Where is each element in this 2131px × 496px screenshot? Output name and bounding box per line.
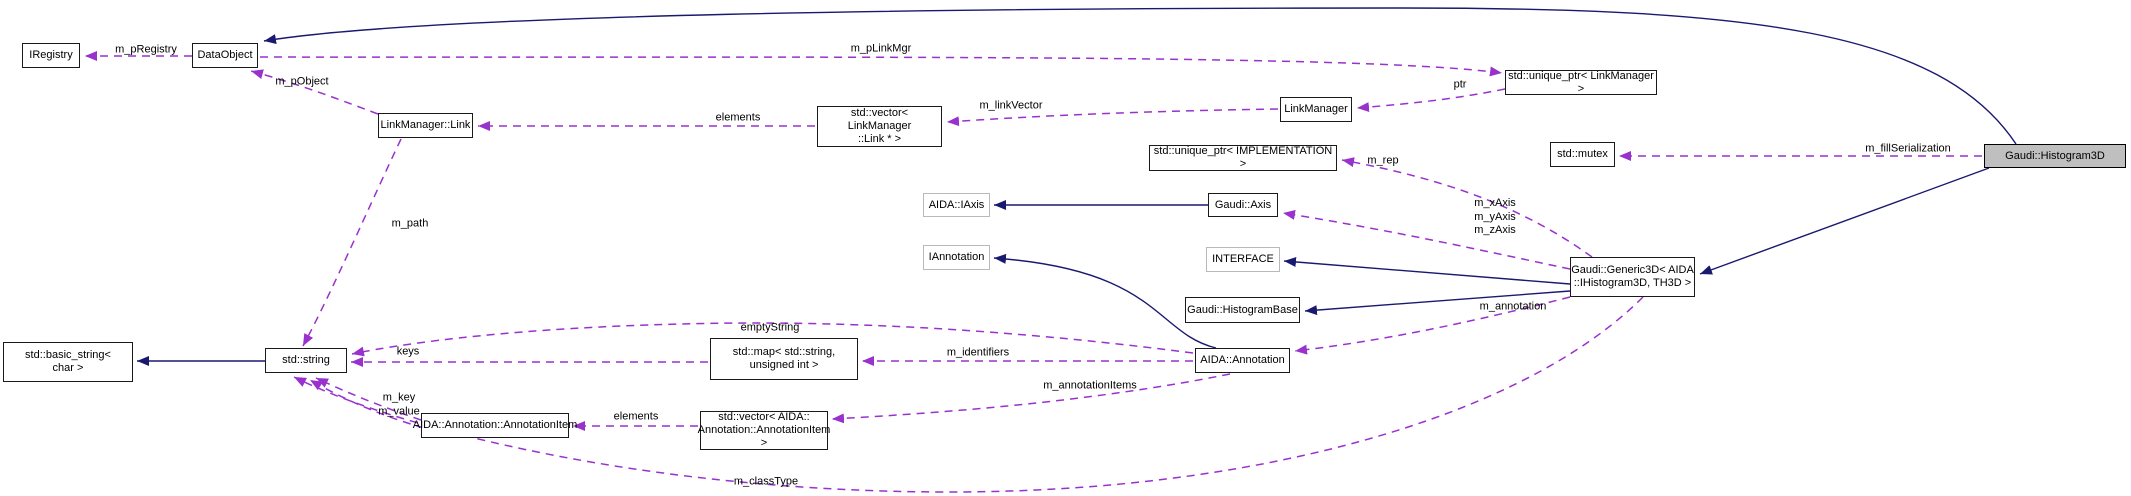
node-gaudi-histogrambase[interactable]: Gaudi::HistogramBase bbox=[1185, 297, 1300, 323]
edge-m-axes bbox=[1282, 209, 1571, 270]
edge-inherit-histogram3d-dataobject bbox=[263, 7, 2017, 145]
edge-m-path bbox=[302, 138, 402, 347]
node-linkmanager[interactable]: LinkManager bbox=[1280, 97, 1352, 122]
edge-label-m-annotation: m_annotation bbox=[1479, 300, 1547, 313]
node-aida-annotation[interactable]: AIDA::Annotation bbox=[1195, 348, 1290, 373]
edge-label-m-rep: m_rep bbox=[1367, 154, 1399, 167]
edge-m-pobject bbox=[250, 69, 379, 115]
edge-label-m-path: m_path bbox=[391, 217, 429, 230]
node-unique-ptr-linkmanager[interactable]: std::unique_ptr< LinkManager > bbox=[1505, 70, 1657, 95]
edge-label-m-plinkmgr: m_pLinkMgr bbox=[850, 42, 912, 55]
edge-label-elements-items: elements bbox=[613, 410, 659, 423]
node-gaudi-axis[interactable]: Gaudi::Axis bbox=[1208, 193, 1278, 217]
edge-label-m-pregistry: m_pRegistry bbox=[115, 43, 177, 56]
node-gaudi-generic3d[interactable]: Gaudi::Generic3D< AIDA ::IHistogram3D, T… bbox=[1570, 257, 1695, 297]
node-aida-iaxis: AIDA::IAxis bbox=[923, 193, 990, 217]
edge-label-m-fillserialization: m_fillSerialization bbox=[1865, 142, 1951, 155]
edge-inherit-annotation-iannotation bbox=[993, 253, 1217, 349]
edge-m-key bbox=[315, 377, 422, 421]
edge-m-rep bbox=[1341, 157, 1593, 258]
node-linkmanager-link[interactable]: LinkManager::Link bbox=[378, 113, 473, 138]
node-std-mutex[interactable]: std::mutex bbox=[1550, 142, 1615, 167]
edge-label-elements-links: elements bbox=[715, 111, 761, 124]
node-vector-annotationitem[interactable]: std::vector< AIDA:: Annotation::Annotati… bbox=[697, 411, 831, 450]
node-interface: INTERFACE bbox=[1206, 247, 1280, 272]
edge-label-m-pobject: m_pObject bbox=[275, 75, 329, 88]
edge-m-linkvector bbox=[946, 108, 1279, 127]
node-gaudi-histogram3d: Gaudi::Histogram3D bbox=[1984, 144, 2126, 168]
node-vector-linkmanager-link[interactable]: std::vector< LinkManager ::Link * > bbox=[817, 106, 942, 147]
edge-emptystring bbox=[351, 322, 1194, 357]
edge-label-m-identifiers: m_identifiers bbox=[946, 346, 1010, 359]
node-iregistry[interactable]: IRegistry bbox=[22, 43, 80, 68]
edge-inherit-histogram3d-generic3d bbox=[1699, 167, 1990, 275]
edge-inherit-generic3d-histogrambase bbox=[1304, 290, 1571, 316]
edge-m-annotationitems bbox=[831, 373, 1231, 424]
edge-inherit-generic3d-interface bbox=[1283, 256, 1571, 285]
node-std-string[interactable]: std::string bbox=[265, 348, 347, 373]
edge-label-keys: keys bbox=[396, 345, 420, 358]
edge-label-m-key-m-value: m_key m_value bbox=[378, 391, 420, 418]
node-dataobject[interactable]: DataObject bbox=[192, 43, 258, 68]
edge-ptr bbox=[1356, 88, 1506, 113]
edge-label-m-axes: m_xAxis m_yAxis m_zAxis bbox=[1474, 196, 1516, 236]
edge-m-annotation bbox=[1294, 296, 1571, 355]
edge-label-ptr: ptr bbox=[1453, 78, 1467, 91]
edge-label-emptystring: emptyString bbox=[740, 321, 800, 334]
node-std-basic-string[interactable]: std::basic_string< char > bbox=[3, 342, 133, 382]
node-unique-ptr-implementation[interactable]: std::unique_ptr< IMPLEMENTATION > bbox=[1149, 145, 1337, 171]
edge-label-m-annotationitems: m_annotationItems bbox=[1043, 379, 1137, 392]
node-iannotation: IAnnotation bbox=[923, 245, 990, 270]
edge-m-plinkmgr bbox=[259, 56, 1503, 77]
node-std-map[interactable]: std::map< std::string, unsigned int > bbox=[710, 338, 858, 380]
edge-label-m-classtype: m_classType bbox=[733, 475, 799, 488]
edge-m-classtype bbox=[293, 296, 1644, 493]
edge-m-value bbox=[309, 379, 425, 429]
node-annotationitem[interactable]: AIDA::Annotation::AnnotationItem bbox=[413, 413, 577, 438]
edge-label-m-linkvector: m_linkVector bbox=[979, 99, 1043, 112]
